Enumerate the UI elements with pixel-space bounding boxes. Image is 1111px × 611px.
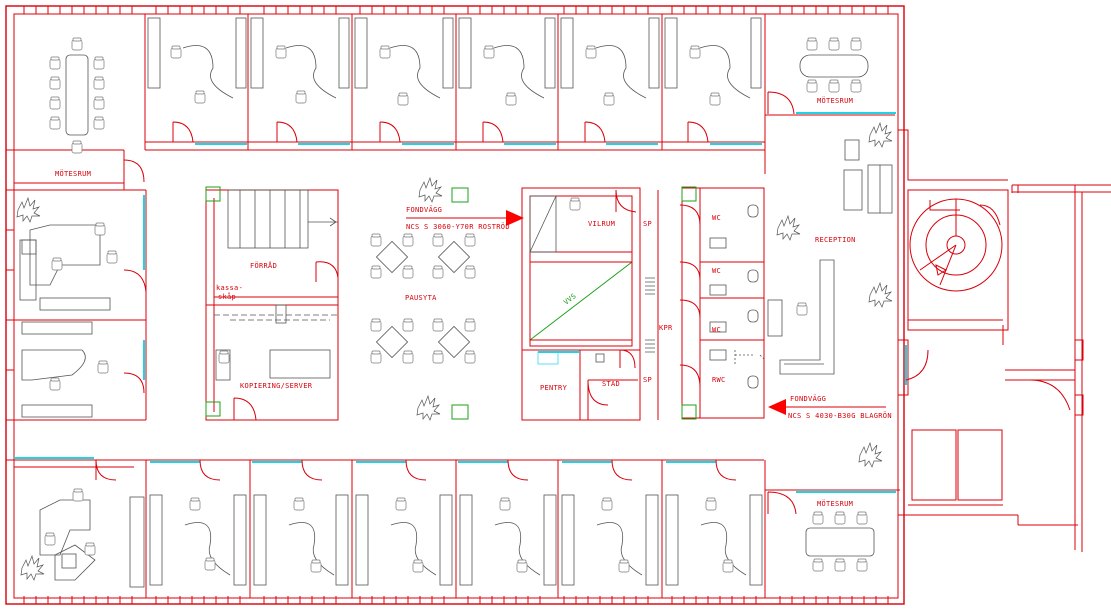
kopiering-label: KOPIERING/SERVER: [240, 382, 313, 390]
fondvagg-1-color: NCS S 3060-Y70R ROSTRÖD: [406, 222, 510, 231]
reception-label: RECEPTION: [815, 236, 856, 244]
wc1-label: WC: [712, 214, 721, 222]
north-offices: [144, 14, 766, 174]
east-extension: [898, 129, 1111, 552]
forrad-label: FÖRRÅD: [250, 261, 277, 270]
fondvagg-2-title: FONDVÄGG: [790, 394, 826, 403]
kpr-label: KPR: [659, 324, 673, 332]
vilrum-label: VILRUM: [588, 220, 615, 228]
fondvagg-1-annotation: [406, 210, 524, 226]
outer-walls: [5, 5, 905, 605]
wc2-label: WC: [712, 267, 721, 275]
south-offices: [14, 457, 766, 598]
fondvagg-2-color: NCS S 4030-B30G BLAGRÖN: [788, 411, 892, 420]
motesrum-ne-label: MÖTESRUM: [817, 96, 853, 105]
toilet-block: [679, 186, 765, 420]
rwc-label: RWC: [712, 376, 726, 384]
pentry-label: PENTRY: [540, 384, 568, 392]
wc3-label: WC: [712, 326, 721, 334]
motesrum-nw-room: [14, 37, 145, 190]
kassaskap-label-2: skåp: [218, 292, 236, 301]
pausyta-area: [371, 177, 475, 421]
fondvagg-2-annotation: [768, 399, 886, 415]
pausyta-label: PAUSYTA: [405, 294, 437, 302]
forrad-kopiering: [205, 186, 339, 421]
vvs-label: VVS: [562, 292, 578, 307]
stad-label: STÄD: [602, 379, 620, 388]
central-core: [521, 187, 659, 421]
motesrum-se-room: [765, 489, 900, 572]
reception-area: [767, 122, 929, 468]
motesrum-se-label: MÖTESRUM: [817, 499, 853, 508]
motesrum-nw-label: MÖTESRUM: [55, 169, 91, 178]
fondvagg-1-title: FONDVÄGG: [406, 205, 442, 214]
west-offices: [14, 189, 147, 461]
kassaskap-label: kassa-: [216, 284, 243, 292]
sp-top-label: SP: [643, 220, 652, 228]
motesrum-ne-room: [765, 37, 896, 116]
sp-bottom-label: SP: [643, 376, 652, 384]
